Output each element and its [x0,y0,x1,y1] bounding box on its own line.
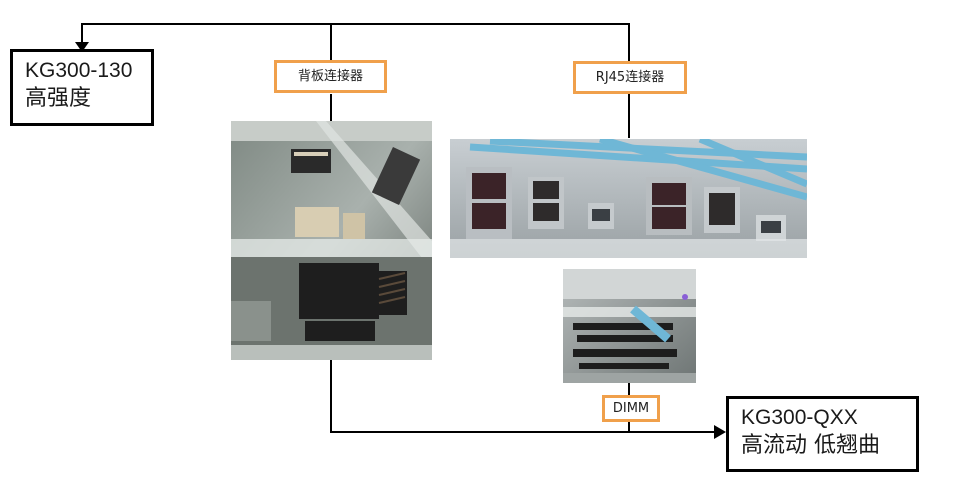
label-backplane-connector: 背板连接器 [274,60,387,93]
rj45-connector-photo [450,139,807,258]
dimm-connector-photo [563,269,696,383]
bottom-link-line [330,360,716,433]
arrow-up-kg300-130 [75,42,89,52]
material-code: KG300-QXX [741,406,858,429]
material-box-kg300-130: KG300-130 高强度 [10,49,154,126]
arrow-right-kg300-qxx [714,425,726,439]
label-rj45-connector: RJ45连接器 [573,61,687,94]
backplane-connector-photo [231,121,432,360]
material-code: KG300-130 [25,59,133,82]
material-desc: 高流动 低翘曲 [741,433,880,458]
label-dimm: DIMM [602,395,660,422]
material-desc: 高强度 [25,86,92,111]
material-box-kg300-qxx: KG300-QXX 高流动 低翘曲 [726,396,919,472]
